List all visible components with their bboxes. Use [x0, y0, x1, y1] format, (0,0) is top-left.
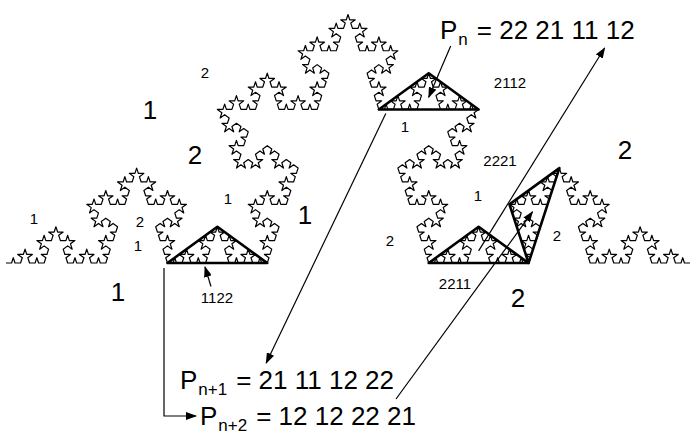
segment-number: 2 [201, 65, 209, 80]
segment-number: 1 [111, 279, 125, 305]
segment-number: 2 [386, 233, 394, 248]
triangle-code: 2211 [439, 276, 471, 291]
leader-arrow [205, 267, 211, 287]
sequence-digits: = 22 21 11 12 [477, 17, 635, 43]
subscript-index: n+1 [198, 381, 227, 398]
segment-number: 1 [401, 119, 409, 134]
leader-arrow [396, 212, 533, 399]
fractal-curve [6, 15, 690, 263]
subscript-index: n+2 [218, 417, 247, 434]
highlight-triangles [167, 73, 559, 263]
highlight-triangle [379, 73, 479, 109]
segment-number: 1 [143, 97, 157, 123]
segment-number: 2 [618, 137, 632, 163]
segment-number: 1 [30, 211, 38, 226]
leader-arrow [429, 46, 451, 97]
leader-arrow [479, 48, 605, 251]
segment-number: 2 [188, 142, 202, 168]
segment-number: 1 [298, 202, 312, 228]
leader-arrow [266, 113, 386, 363]
sequence-symbol: P [180, 367, 197, 393]
highlight-triangle [167, 227, 267, 263]
segment-number: 1 [474, 188, 482, 203]
leader-arrow [164, 268, 196, 416]
segment-number: 2 [136, 214, 144, 229]
sequence-symbol: P [200, 403, 217, 429]
sequence-digits: = 21 11 12 22 [236, 367, 394, 393]
segment-number: 2 [511, 285, 525, 311]
highlight-triangle [509, 168, 559, 263]
sequence-digits: = 12 12 22 21 [256, 403, 416, 429]
triangle-code: 1122 [201, 290, 233, 305]
segment-number: 2 [553, 228, 561, 243]
sequence-symbol: P [440, 17, 457, 43]
subscript-index: n [458, 31, 467, 48]
segment-number: 1 [134, 238, 142, 253]
segment-number: 1 [224, 191, 232, 206]
triangle-code: 2221 [483, 153, 516, 168]
triangle-code: 2112 [494, 75, 526, 90]
highlight-triangle [429, 227, 529, 263]
